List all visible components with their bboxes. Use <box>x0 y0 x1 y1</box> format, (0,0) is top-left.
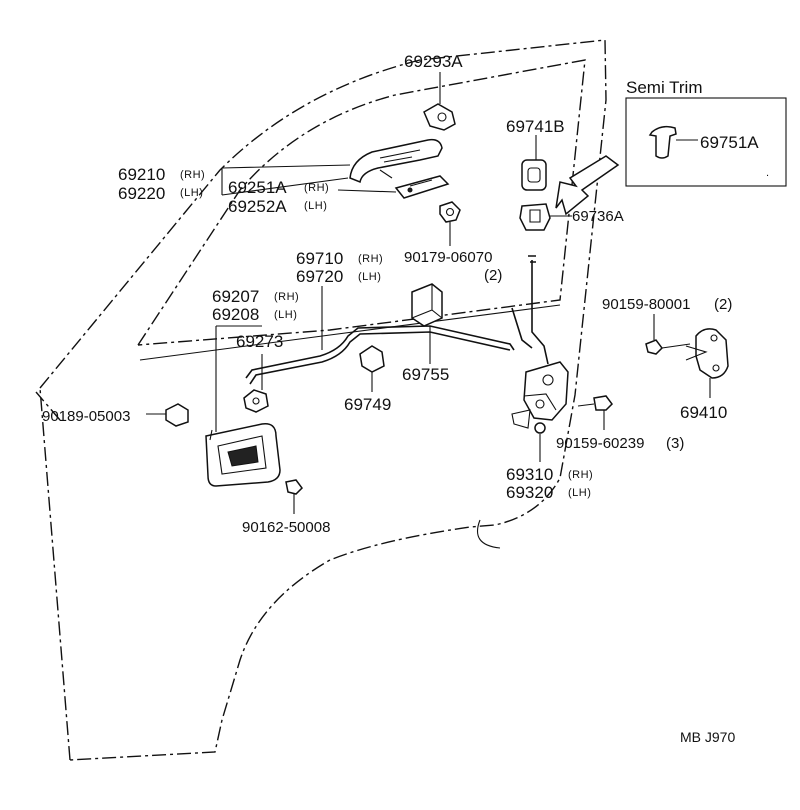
svg-text:(LH): (LH) <box>304 200 327 212</box>
svg-text:(RH): (RH) <box>180 169 205 181</box>
label-69310: 69310 <box>506 465 553 484</box>
label-69320: 69320 <box>506 483 553 502</box>
label-69736A: 69736A <box>572 208 624 225</box>
label-90159-60239: 90159-60239 <box>556 435 644 452</box>
label-69293A: 69293A <box>404 52 463 71</box>
clip-69751A-icon <box>648 125 698 159</box>
svg-text:(2): (2) <box>484 267 502 284</box>
clip-69749-icon <box>359 345 385 392</box>
label-90179: 90179-06070 <box>404 249 492 266</box>
label-69741B: 69741B <box>506 117 565 136</box>
inset-frame <box>625 97 787 187</box>
bracket-69293A-icon <box>423 72 456 131</box>
switch-69741B-icon <box>521 135 547 191</box>
label-90162: 90162-50008 <box>242 519 330 536</box>
screw-90159-60239-icon <box>577 395 613 430</box>
direction-arrow-icon <box>555 155 620 216</box>
svg-text:(LH): (LH) <box>274 309 297 321</box>
door-lock-assembly-icon <box>511 255 569 462</box>
label-69252A: 69252A <box>228 197 287 216</box>
label-90189: 90189-05003 <box>42 408 130 425</box>
inside-handle-icon <box>205 423 281 487</box>
label-69751A: 69751A <box>700 133 759 152</box>
leader-69210 <box>221 164 351 196</box>
label-69410: 69410 <box>680 403 727 422</box>
svg-text:(LH): (LH) <box>568 487 591 499</box>
svg-text:.: . <box>766 167 770 179</box>
label-69210: 69210 <box>118 165 165 184</box>
pad-69755-icon <box>411 283 443 364</box>
svg-text:(LH): (LH) <box>358 271 381 283</box>
clip-69736A-icon <box>519 203 572 231</box>
label-69207: 69207 <box>212 287 259 306</box>
label-69749: 69749 <box>344 395 391 414</box>
label-69710: 69710 <box>296 249 343 268</box>
label-69720: 69720 <box>296 267 343 286</box>
outside-handle-icon <box>349 138 443 184</box>
clip-69273-icon <box>243 354 269 413</box>
diagram-code: MB J970 <box>680 729 735 745</box>
svg-text:(3): (3) <box>666 435 684 452</box>
svg-text:(RH): (RH) <box>304 182 329 194</box>
svg-text:(RH): (RH) <box>568 469 593 481</box>
svg-text:(LH): (LH) <box>180 187 203 199</box>
label-69755: 69755 <box>402 365 449 384</box>
screw-90162-icon <box>285 479 303 514</box>
label-69208: 69208 <box>212 305 259 324</box>
rod-69710-icon <box>245 325 515 385</box>
screw-90159-80001-icon <box>645 314 691 355</box>
label-90159-80001: 90159-80001 <box>602 296 690 313</box>
svg-text:(RH): (RH) <box>358 253 383 265</box>
nut-90179-icon <box>439 201 461 246</box>
label-69251A: 69251A <box>228 178 287 197</box>
label-69220: 69220 <box>118 184 165 203</box>
clip-90189-icon <box>146 403 189 427</box>
svg-text:(2): (2) <box>714 296 732 313</box>
door-outline <box>35 39 607 761</box>
label-69273: 69273 <box>236 332 283 351</box>
semi-trim-inset: Semi Trim 69751A . <box>625 78 787 187</box>
inset-title: Semi Trim <box>626 78 703 97</box>
leader-69251A <box>337 189 397 193</box>
leader-69207 <box>215 325 262 432</box>
handle-bracket-69251A-icon <box>379 169 450 199</box>
svg-text:(RH): (RH) <box>274 291 299 303</box>
striker-69410-icon <box>685 328 729 398</box>
